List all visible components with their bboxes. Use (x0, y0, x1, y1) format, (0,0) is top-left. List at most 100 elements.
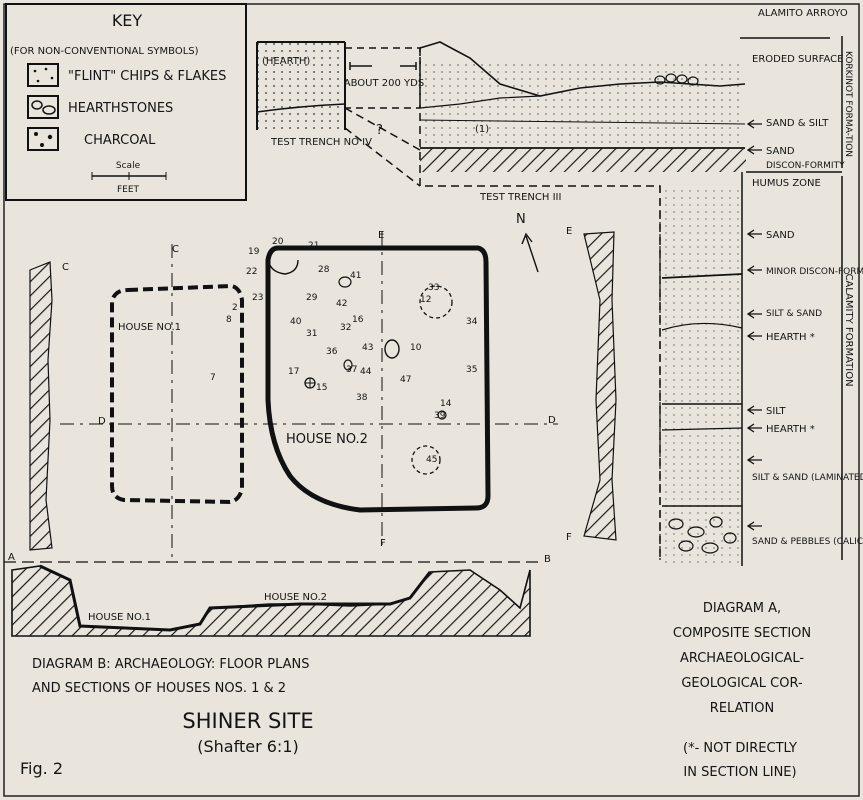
layer-laminated: SILT & SAND (LAMINATED) (752, 473, 863, 483)
layer-pebbles: SAND & PEBBLES (CALICHE PRESENT) (752, 537, 863, 547)
key-item-hearthstones: HEARTHSTONES (68, 101, 173, 116)
eroded-surface-label: ERODED SURFACE (752, 54, 843, 65)
feature-number-22: 22 (246, 267, 257, 277)
feature-number-15: 15 (316, 383, 327, 393)
layer-hearth-1: HEARTH * (766, 332, 815, 343)
section-letter-f-plan: F (380, 538, 386, 549)
diagram-b-caption-1: DIAGRAM B: ARCHAEOLOGY: FLOOR PLANS (32, 657, 310, 672)
section-letter-d-left: D (98, 416, 106, 427)
diagram-a-caption-2: COMPOSITE SECTION (673, 626, 811, 641)
feature-number-14: 14 (440, 399, 452, 409)
feature-number-43: 43 (362, 343, 373, 353)
feature-number-20: 20 (272, 237, 284, 247)
flint-chips-icon (27, 63, 59, 87)
feature-number-38: 38 (356, 393, 368, 403)
composite-column (659, 36, 843, 566)
hearthstones-icon (27, 95, 59, 119)
diagram-b-caption-2: AND SECTIONS OF HOUSES NOS. 1 & 2 (32, 681, 286, 696)
diagram-a-caption-1: DIAGRAM A, (703, 601, 781, 616)
feature-number-12: 12 (420, 295, 431, 305)
feature-number-10: 10 (410, 343, 422, 353)
trench-iv-hearth: (HEARTH) (262, 56, 310, 67)
section-letter-c-plan: C (172, 244, 179, 255)
feature-number-29: 29 (306, 293, 318, 303)
section-letter-d-right: D (548, 415, 556, 426)
feature-number-32: 32 (340, 323, 351, 333)
feature-number-33: 33 (428, 283, 439, 293)
section-e-wall (583, 231, 617, 541)
feature-number-40: 40 (290, 317, 302, 327)
feature-number-8: 8 (226, 315, 232, 325)
diagram-a-caption-5: RELATION (710, 701, 774, 716)
profile-a-b: HOUSE NO.1 HOUSE NO.2 (11, 564, 531, 637)
feature-number-2: 2 (232, 303, 238, 313)
feature-number-31: 31 (306, 329, 317, 339)
figure-label: Fig. 2 (20, 759, 63, 778)
diagram-a-note-2: IN SECTION LINE) (683, 765, 796, 780)
feature-number-28: 28 (318, 265, 330, 275)
feature-number-17: 17 (288, 367, 299, 377)
feature-number-21: 21 (308, 241, 319, 251)
feature-number-7: 7 (210, 373, 216, 383)
trench-iv-question: ? (376, 123, 383, 138)
section-letter-f-wall: F (566, 532, 572, 543)
key-box: KEY (FOR NON-CONVENTIONAL SYMBOLS) "FLIN… (5, 3, 247, 201)
alamito-arroyo-label: ALAMITO ARROYO (758, 8, 848, 19)
section-letter-e-wall: E (566, 226, 572, 237)
floor-plan: N (4, 212, 617, 563)
section-letter-e-plan: E (378, 230, 384, 241)
formation-upper-label: KORKINOT FORMA-TION (843, 51, 853, 157)
outer-border (3, 3, 860, 797)
layer-minor-disconformity: MINOR DISCON-FORMITY (766, 267, 863, 277)
diagram-a-note-1: (*- NOT DIRECTLY (683, 741, 797, 756)
key-title: KEY (112, 11, 143, 30)
feature-number-41: 41 (350, 271, 361, 281)
north-label: N (516, 212, 526, 227)
feature-number-36: 36 (326, 347, 338, 357)
formation-lower-label: CALAMITY FORMATION (843, 273, 854, 386)
layer-sand-1: SAND (766, 146, 795, 157)
layer-sand-2: SAND (766, 230, 795, 241)
column-hearth-upper (661, 322, 743, 331)
distance-label: ABOUT 200 YDS (344, 78, 424, 89)
section-c-wall (29, 261, 53, 551)
diagram-a-caption-4: GEOLOGICAL COR- (681, 676, 803, 691)
feature-number-35: 35 (466, 365, 477, 375)
layer-silt-sand: SILT & SAND (766, 309, 822, 319)
feature-number-39: 39 (434, 411, 446, 421)
profile-house1-label: HOUSE NO.1 (88, 612, 151, 623)
section-letter-b: B (544, 554, 551, 565)
disconformity-hatch (420, 148, 746, 172)
house2-label: HOUSE NO.2 (286, 432, 368, 447)
feature-number-16: 16 (352, 315, 364, 325)
layer-sand-silt: SAND & SILT (766, 118, 829, 129)
test-trench-iv-section: (HEARTH) TEST TRENCH NO IV ABOUT 200 YDS… (256, 41, 424, 187)
trench-iii-label: TEST TRENCH III (479, 192, 561, 203)
site-subtitle: (Shafter 6:1) (197, 737, 298, 756)
key-item-flint: "FLINT" CHIPS & FLAKES (68, 69, 226, 84)
layer-hearth-2: HEARTH * (766, 424, 815, 435)
profile-house2-label: HOUSE NO.2 (264, 592, 327, 603)
feature-number-44: 44 (360, 367, 372, 377)
feature-number-47: 47 (400, 375, 411, 385)
section-letter-a: A (8, 552, 15, 563)
feature-number-23: 23 (252, 293, 263, 303)
site-title: SHINER SITE (182, 709, 313, 733)
layer-disconformity: DISCON-FORMITY (766, 161, 845, 171)
diagram-a-caption-3: ARCHAEOLOGICAL- (680, 651, 804, 666)
layer-silt: SILT (766, 406, 786, 417)
humus-zone-label: HUMUS ZONE (752, 178, 821, 189)
house1-label: HOUSE NO.1 (118, 322, 181, 333)
charcoal-icon (27, 127, 59, 151)
key-item-charcoal: CHARCOAL (84, 133, 156, 148)
scale-units: FEET (117, 185, 140, 195)
scale-bar: Scale FEET (91, 161, 167, 195)
feature-number-37: 37 (346, 365, 357, 375)
trench-iv-label: TEST TRENCH NO IV (270, 137, 372, 148)
feature-number-45: 45 (426, 455, 437, 465)
key-subtitle: (FOR NON-CONVENTIONAL SYMBOLS) (10, 46, 199, 57)
feature-number-34: 34 (466, 317, 478, 327)
scale-label: Scale (116, 161, 141, 171)
